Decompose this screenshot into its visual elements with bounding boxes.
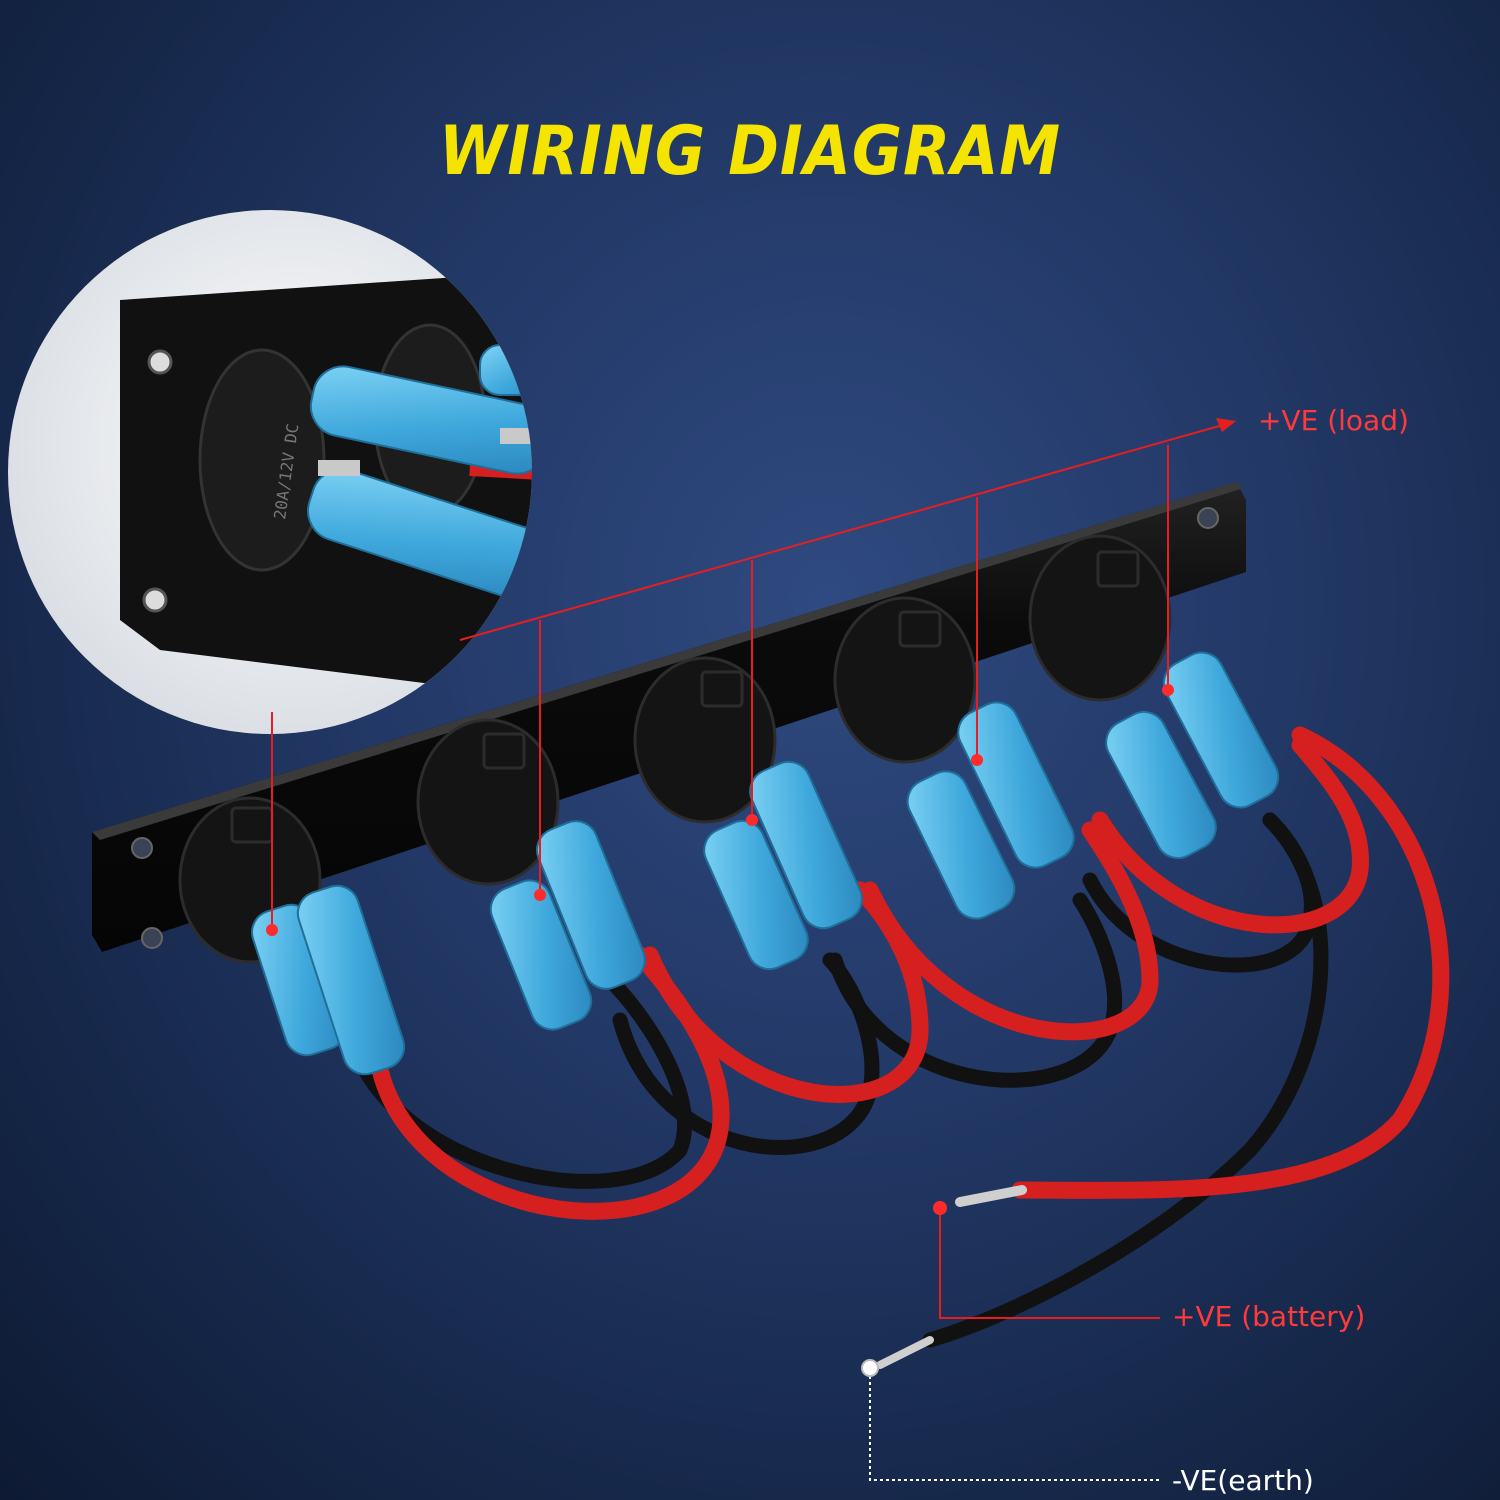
panel-mount-hole <box>131 837 153 859</box>
switch-5 <box>1028 534 1172 702</box>
battery-wire-strip <box>955 1185 1027 1207</box>
earth-negative-label: -VE(earth) <box>1172 1464 1314 1497</box>
battery-leader-line <box>939 1208 1160 1319</box>
inset-mount-hole <box>142 587 168 613</box>
earth-leader-line <box>869 1370 1160 1481</box>
connectors <box>251 651 1280 1076</box>
connector <box>296 884 406 1076</box>
connector <box>1105 710 1217 860</box>
load-positive-label: +VE (load) <box>1258 404 1409 437</box>
earth-point-dot <box>861 1359 879 1377</box>
connector <box>536 820 646 990</box>
connector <box>703 819 809 971</box>
load-arrowhead <box>1216 418 1236 432</box>
switch-3 <box>633 656 777 824</box>
inset-mount-hole <box>147 349 173 375</box>
connector <box>489 879 593 1031</box>
red-wires <box>371 726 1450 1220</box>
connection-points <box>266 684 1174 1215</box>
connector <box>749 760 863 930</box>
switch-4 <box>833 596 977 764</box>
panel-mount-hole <box>141 927 163 949</box>
connector <box>906 770 1016 920</box>
earth-wire-strip <box>876 1336 934 1369</box>
panel-mount-hole <box>1197 507 1219 529</box>
switch-2 <box>416 718 560 886</box>
diagram-title: WIRING DIAGRAM <box>438 112 1062 191</box>
positive-leader-lines <box>271 422 1231 930</box>
inset-magnifier: 20A/12V DC <box>8 210 532 734</box>
battery-positive-label: +VE (battery) <box>1172 1300 1366 1333</box>
connector <box>957 701 1075 869</box>
connector <box>1162 651 1280 809</box>
